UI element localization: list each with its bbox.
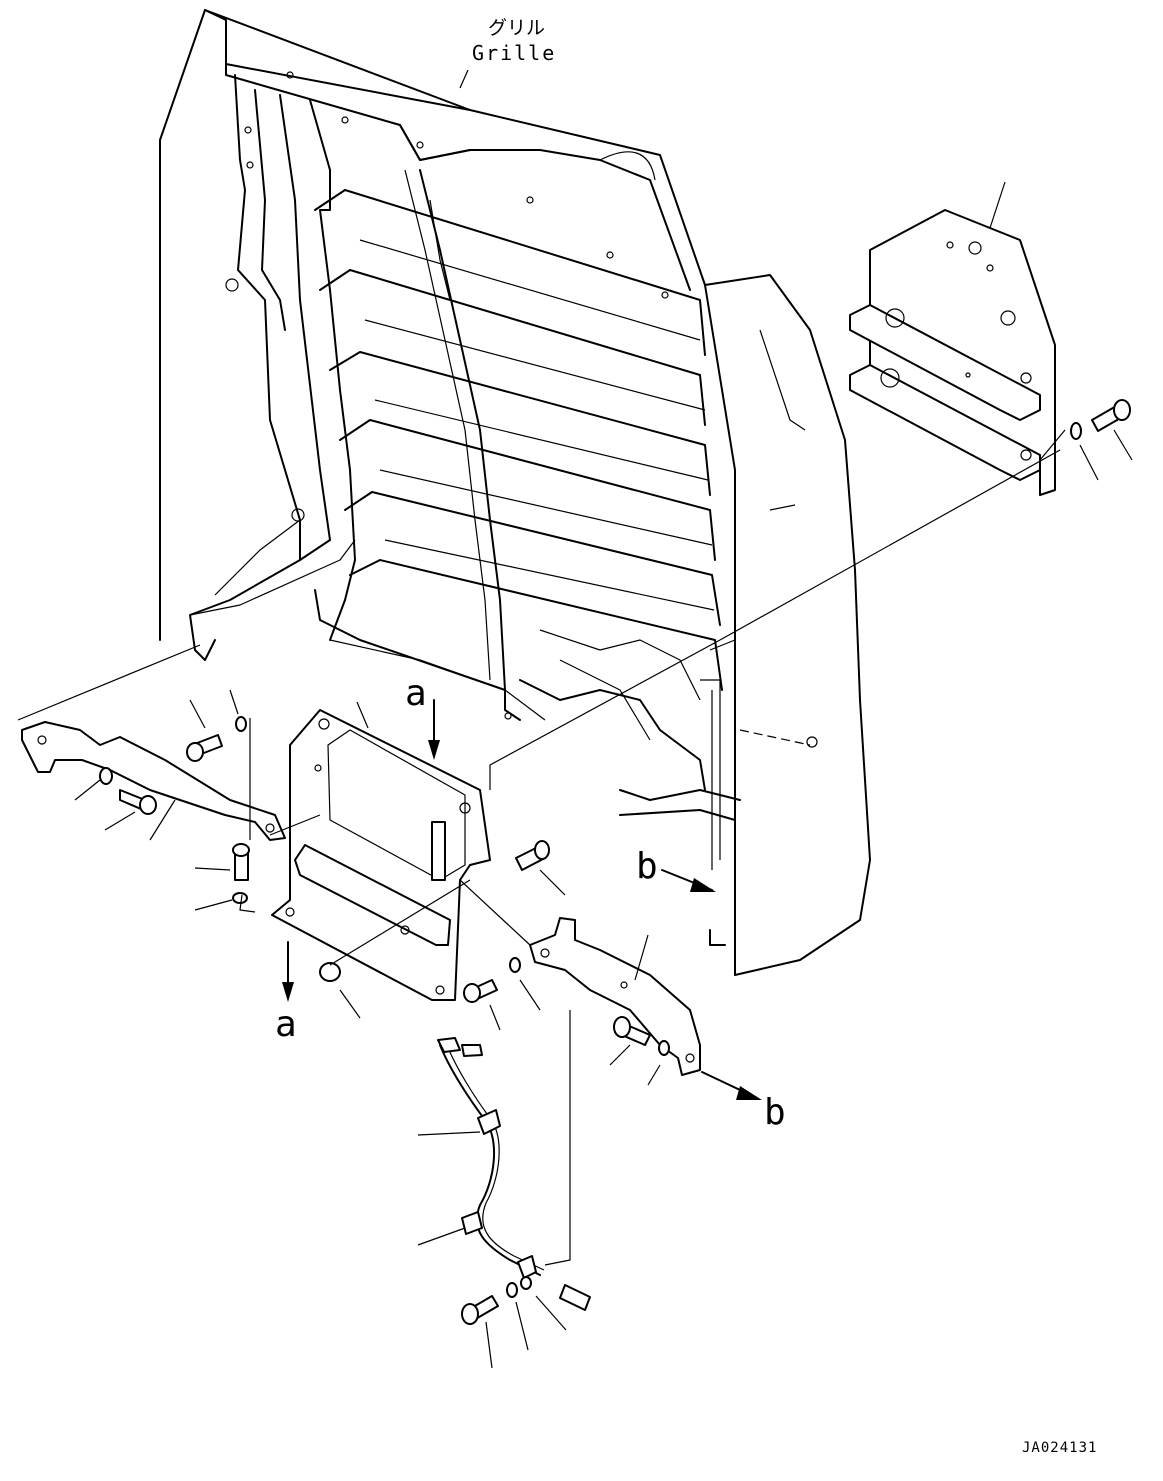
right-lower-fasteners [609, 1016, 670, 1086]
ref-label-a-top: a [405, 673, 427, 714]
center-fasteners [319, 840, 566, 1031]
ref-label-a-bottom: a [275, 1004, 297, 1045]
wire-harness [417, 1037, 591, 1311]
right-bolt-washer [1070, 399, 1133, 481]
ref-label-b-bottom: b [764, 1092, 786, 1133]
ref-arrow-b-right [661, 869, 716, 892]
assembly-lines [17, 429, 1066, 1266]
right-mount-bracket [849, 181, 1056, 496]
ref-arrow-b-bottom [701, 1071, 762, 1100]
grille-label-jp: グリル [488, 17, 545, 39]
grille-label-en: Grille [472, 41, 556, 65]
center-mount-plate [271, 701, 491, 1001]
drawing-code: JA024131 [1022, 1440, 1097, 1456]
left-fasteners [74, 689, 250, 911]
grille-assembly [159, 9, 871, 976]
left-bracket [21, 721, 286, 841]
harness-fasteners [461, 1276, 567, 1369]
right-lower-bracket [529, 917, 701, 1076]
ref-arrow-a-top [428, 699, 440, 760]
ref-arrow-a-bottom [282, 941, 294, 1002]
ref-label-b-right: b [636, 846, 658, 887]
grille-louvers [314, 169, 723, 691]
